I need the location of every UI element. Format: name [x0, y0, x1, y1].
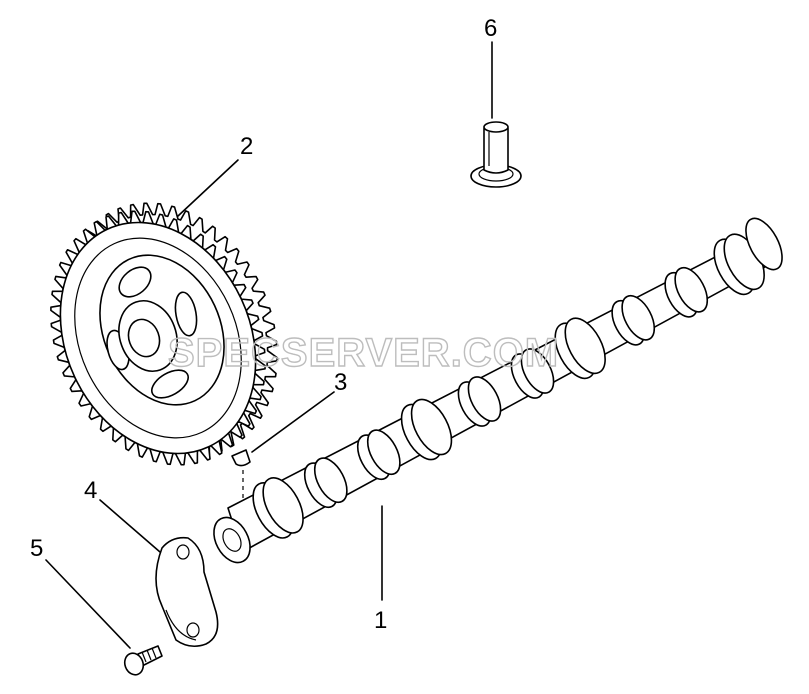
leader-line-3	[251, 391, 335, 453]
thrust-plate-part	[155, 536, 219, 648]
callout-number-1: 1	[374, 607, 387, 634]
callout-number-5: 5	[30, 535, 43, 562]
bolt-part	[123, 645, 163, 676]
woodruff-key-part	[231, 449, 251, 500]
camshaft-gear-part	[50, 202, 278, 466]
leader-line-2	[177, 159, 239, 217]
camshaft-lobe-face	[520, 348, 555, 394]
camshaft-lobe-face	[366, 429, 401, 476]
camshaft-lobe-face	[313, 457, 348, 504]
camshaft-lobe-face	[621, 294, 656, 341]
camshaft-lobe-face	[674, 266, 709, 313]
callout-number-3: 3	[334, 369, 347, 396]
camshaft-journal-face	[564, 317, 606, 375]
camshaft-journal-face	[262, 477, 304, 534]
tappet-part	[470, 121, 522, 188]
leader-line-4	[99, 499, 161, 553]
leader-lines	[45, 41, 493, 649]
camshaft-journal-face	[410, 398, 453, 456]
callout-number-2: 2	[240, 133, 253, 160]
watermark-text: SPECSERVER.COM	[168, 331, 559, 375]
callout-number-6: 6	[484, 15, 497, 42]
camshaft-lobe-face	[467, 376, 502, 422]
leader-line-5	[45, 559, 131, 649]
callout-number-4: 4	[84, 477, 97, 504]
camshaft-part	[213, 217, 783, 564]
